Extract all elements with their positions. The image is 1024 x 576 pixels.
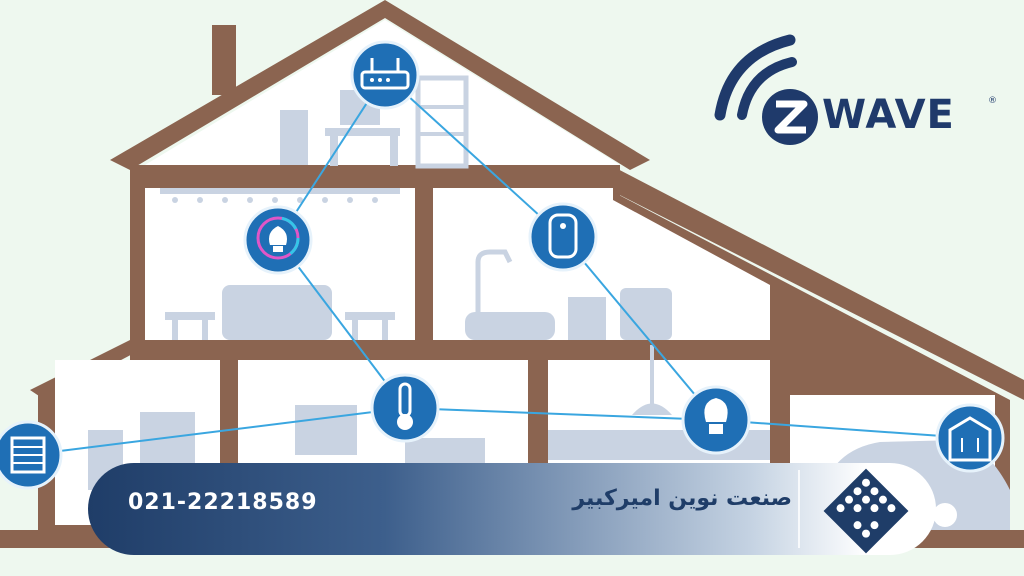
company-logo-icon <box>823 468 909 554</box>
garage-door-node[interactable] <box>935 403 1005 473</box>
side-roof <box>600 165 1024 400</box>
banner-divider <box>798 470 800 548</box>
phone-number[interactable]: 021-22218589 <box>128 490 318 515</box>
contact-banner <box>88 463 936 555</box>
smart-bulb-node[interactable] <box>243 205 313 275</box>
water-heater-node[interactable] <box>528 202 598 272</box>
living-room-furniture <box>165 285 395 340</box>
zwave-logo <box>714 34 818 145</box>
chimney <box>212 25 236 95</box>
bathroom-furniture <box>465 249 672 340</box>
garage-door-icon <box>948 416 992 462</box>
router-node[interactable] <box>350 40 420 110</box>
thermometer-node[interactable] <box>370 373 440 443</box>
water-heater-icon <box>548 213 578 259</box>
brand-name: WAVE <box>822 92 955 138</box>
registered-mark: ® <box>988 96 997 106</box>
window-blinds-node[interactable] <box>0 420 63 490</box>
router-icon <box>360 58 410 90</box>
signal-wave-icon <box>714 34 796 121</box>
light-bulb-node[interactable] <box>681 385 751 455</box>
company-name: صنعت نوین امیرکبیر <box>572 486 792 511</box>
light-bulb-icon <box>704 398 728 422</box>
ceiling-lights <box>160 188 400 203</box>
